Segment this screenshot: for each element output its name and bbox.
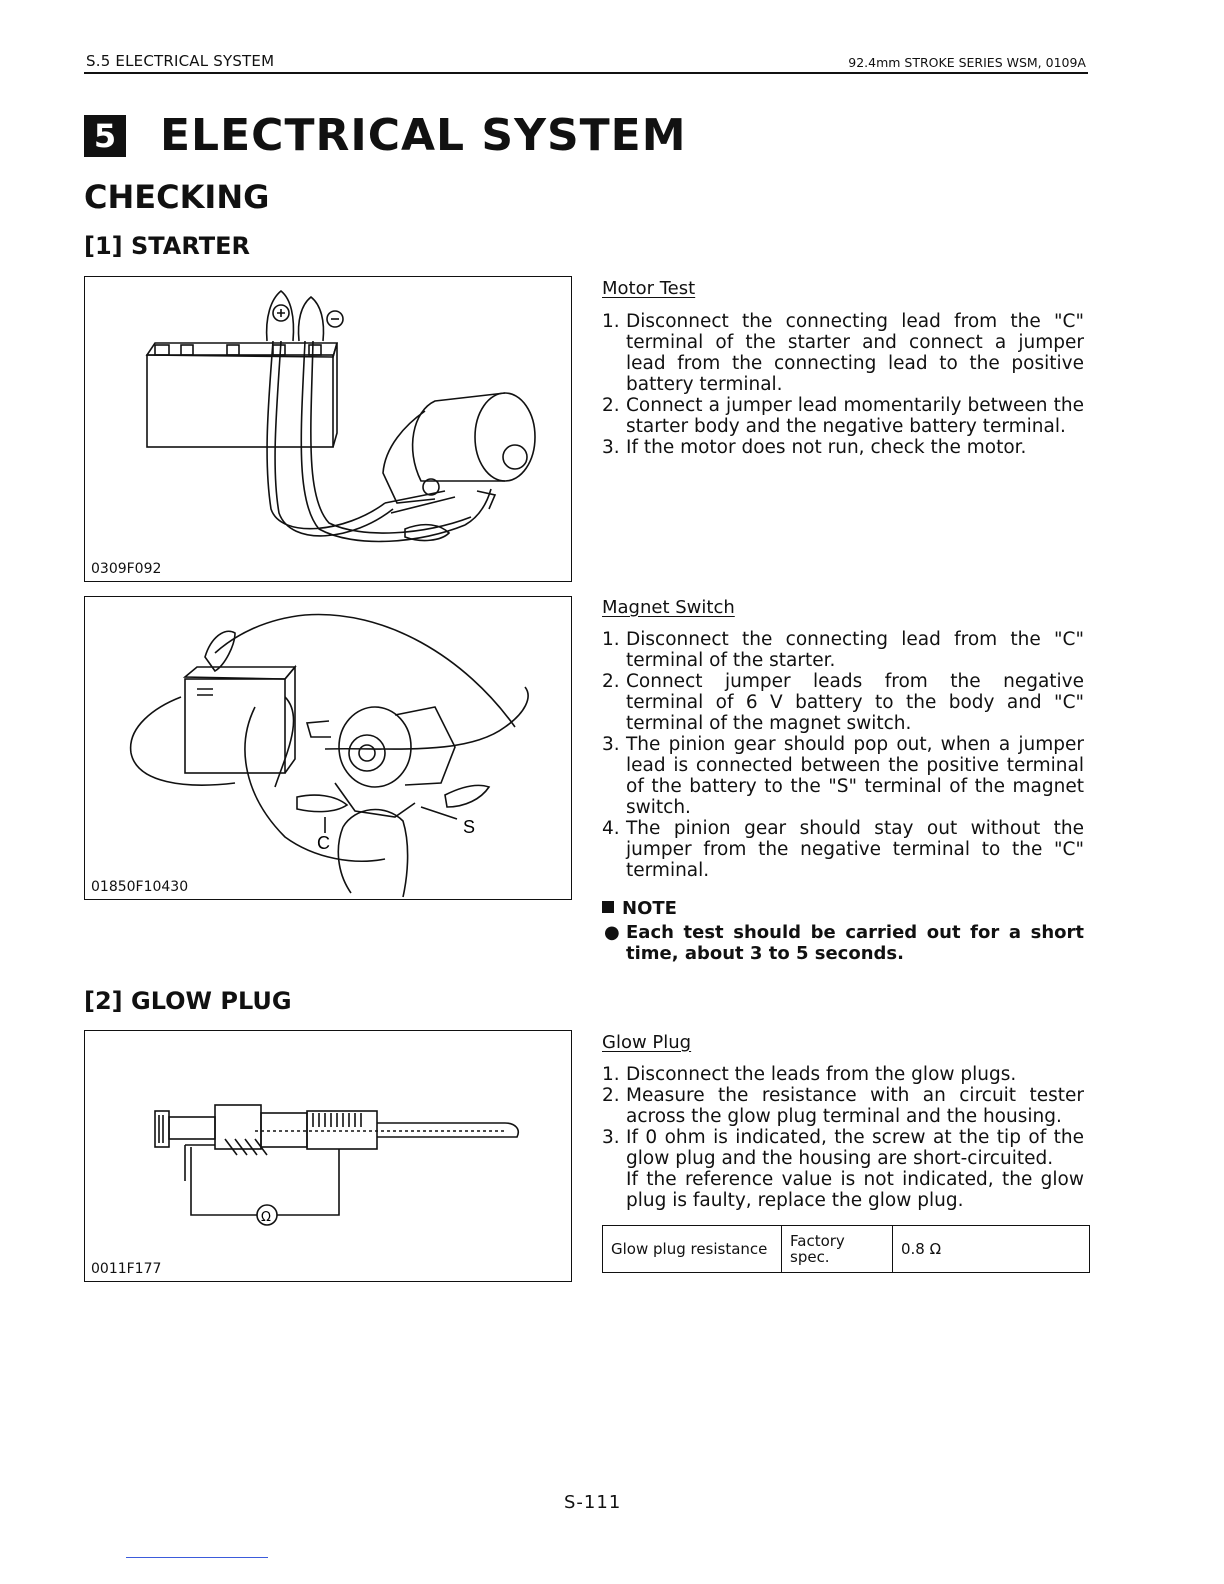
glow-plug-title: Glow Plug bbox=[602, 1032, 692, 1053]
motor-test-figure: 0309F092 bbox=[84, 276, 572, 582]
c-terminal-label: C bbox=[317, 833, 330, 853]
section-number-badge: 5 bbox=[84, 115, 126, 157]
magnet-switch-step-3: 3.The pinion gear should pop out, when a… bbox=[602, 734, 1084, 818]
motor-test-step-3: 3.If the motor does not run, check the m… bbox=[602, 437, 1027, 458]
glow-plug-spec-table: Glow plug resistance Factory spec. 0.8 Ω bbox=[602, 1225, 1090, 1273]
note-square-icon bbox=[602, 901, 614, 913]
ohm-meter-symbol: Ω bbox=[261, 1210, 271, 1225]
spec-type-cell: Factory spec. bbox=[781, 1225, 893, 1273]
motor-test-step-2: 2.Connect a jumper lead momentarily betw… bbox=[602, 395, 1084, 437]
motor-test-illustration bbox=[145, 289, 536, 543]
magnet-switch-steps: 1.Disconnect the connecting lead from th… bbox=[602, 629, 1084, 881]
glow-plug-figure: Ω 0011F177 bbox=[84, 1030, 572, 1282]
table-row: Glow plug resistance Factory spec. 0.8 Ω bbox=[602, 1225, 1090, 1273]
header-section-label: S.5 ELECTRICAL SYSTEM bbox=[86, 52, 275, 70]
motor-test-step-1: 1.Disconnect the connecting lead from th… bbox=[602, 311, 1084, 395]
magnet-switch-illustration: S C bbox=[129, 613, 529, 898]
magnet-switch-figure: S C 01850F10430 bbox=[84, 596, 572, 900]
glow-plug-illustration: Ω bbox=[154, 1104, 520, 1226]
s-terminal-label: S bbox=[463, 817, 475, 837]
footer-rule bbox=[126, 1557, 268, 1558]
bullet-icon: ● bbox=[604, 922, 620, 943]
magnet-switch-title: Magnet Switch bbox=[602, 597, 735, 618]
header-rule bbox=[84, 72, 1088, 74]
page-number: S-111 bbox=[564, 1492, 622, 1513]
checking-heading: CHECKING bbox=[84, 178, 270, 216]
glow-plug-step-3: 3.If 0 ohm is indicated, the screw at th… bbox=[602, 1127, 1084, 1211]
magnet-switch-step-4: 4.The pinion gear should stay out withou… bbox=[602, 818, 1084, 881]
section-title: ELECTRICAL SYSTEM bbox=[160, 110, 687, 161]
motor-test-figure-code: 0309F092 bbox=[91, 561, 162, 577]
magnet-switch-step-2: 2.Connect jumper leads from the negative… bbox=[602, 671, 1084, 734]
glow-plug-figure-code: 0011F177 bbox=[91, 1261, 162, 1277]
magnet-switch-step-1: 1.Disconnect the connecting lead from th… bbox=[602, 629, 1084, 671]
note-text: ●Each test should be carried out for a s… bbox=[604, 922, 1084, 964]
glow-plug-step-2: 2.Measure the resistance with an circuit… bbox=[602, 1085, 1084, 1127]
header-series-label: 92.4mm STROKE SERIES WSM, 0109A bbox=[848, 55, 1086, 70]
magnet-switch-figure-code: 01850F10430 bbox=[91, 879, 189, 895]
spec-item-cell: Glow plug resistance bbox=[602, 1225, 782, 1273]
glow-plug-heading: [2] GLOW PLUG bbox=[84, 987, 292, 1015]
motor-test-steps: 1.Disconnect the connecting lead from th… bbox=[602, 311, 1084, 458]
motor-test-title: Motor Test bbox=[602, 278, 696, 299]
glow-plug-step-3-extra: If the reference value is not indicated,… bbox=[626, 1169, 1084, 1211]
starter-heading: [1] STARTER bbox=[84, 232, 251, 260]
note-heading: NOTE bbox=[602, 898, 677, 919]
spec-value-cell: 0.8 Ω bbox=[892, 1225, 1090, 1273]
glow-plug-step-1: 1.Disconnect the leads from the glow plu… bbox=[602, 1064, 1017, 1085]
glow-plug-steps: 1.Disconnect the leads from the glow plu… bbox=[602, 1064, 1084, 1211]
